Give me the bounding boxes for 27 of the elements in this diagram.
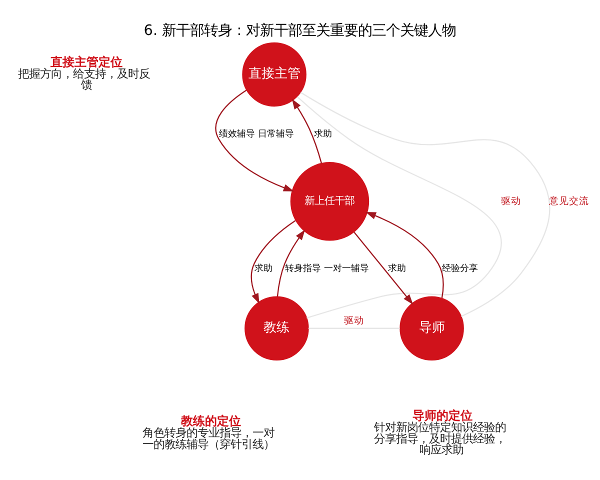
arrow <box>250 220 296 304</box>
arrow <box>354 232 414 305</box>
arrow <box>276 230 306 297</box>
edge-label: 求助 <box>314 130 332 140</box>
node-circle: 导师 <box>400 296 464 361</box>
diagram-title: 6. 新干部转身：对新干部至关重要的三个关键人物 <box>144 23 456 39</box>
edge-label: 驱动 <box>344 315 364 326</box>
connector <box>300 92 550 317</box>
edge-label: 驱动 <box>500 196 521 207</box>
node-label: 导师的定位 <box>412 408 473 423</box>
node-circle: 教练 <box>244 296 309 361</box>
node-label: 针对新岗位特定知识经验的分享指导，及时提供经验，响应求助 <box>374 421 506 457</box>
node-label: 教练的定位 <box>181 414 242 428</box>
edge-label: 经验分享 <box>442 264 478 274</box>
edge-label: 转身指导 一对一辅导 <box>285 264 369 274</box>
edge-label: 绩效辅导 日常辅导 <box>219 130 294 140</box>
node-label: 直接主管定位 <box>50 55 122 70</box>
arrow <box>292 98 322 164</box>
node-circle: 直接主管 <box>242 42 306 107</box>
edge-label: 求助 <box>388 264 406 274</box>
arrow <box>366 212 444 298</box>
node-label: 把握方向，给支持，及时反馈 <box>18 67 150 92</box>
edge-label: 意见交流 <box>548 196 589 207</box>
edge-label: 求助 <box>254 264 272 274</box>
arrow <box>215 90 294 192</box>
connector <box>296 96 502 319</box>
node-label: 角色转身的专业指导，一对一的教练辅导（穿针引线） <box>142 426 274 451</box>
